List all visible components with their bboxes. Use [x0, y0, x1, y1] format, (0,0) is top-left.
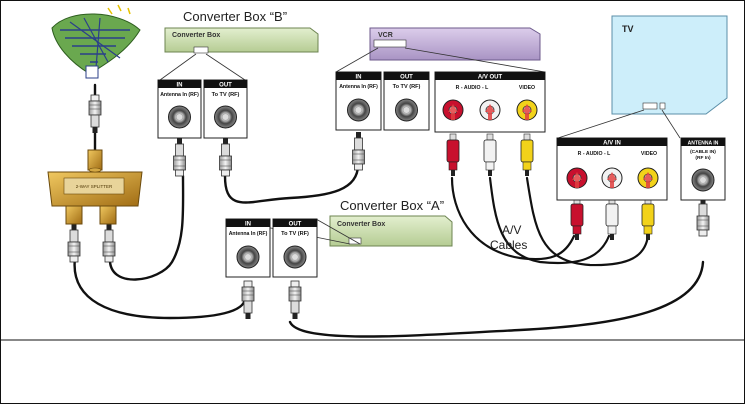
splitter: 2-WAY SPLITTER — [47, 149, 143, 225]
tv-label: TV — [622, 24, 634, 34]
converter-box-b-face: Converter Box — [172, 32, 220, 39]
panel-b-to-tv: To TV (RF) — [212, 92, 240, 98]
vcr-panel: IN Antenna In (RF) OUT To TV (RF) A/V OU… — [335, 47, 546, 133]
converter-box-b-panel: IN Antenna In (RF) OUT To TV (RF) — [157, 53, 248, 139]
coax-cables — [73, 83, 705, 338]
splitter-label: 2-WAY SPLITTER — [76, 184, 113, 189]
panel-b-antenna-in: Antenna In (RF) — [160, 92, 199, 98]
rca-plug-vcr-white — [483, 133, 497, 176]
tv-panel: A/V IN R - AUDIO - L VIDEO ANTENNA IN (C… — [556, 109, 726, 201]
vcr: VCR — [369, 27, 541, 61]
cable-box-a-to-tv — [288, 260, 705, 338]
panel-tv-antenna-in-header: ANTENNA IN — [688, 141, 719, 147]
av-cable-red — [450, 176, 576, 261]
rca-plug-vcr-yellow — [520, 133, 534, 176]
converter-box-a-panel: IN Antenna In (RF) OUT To TV (RF) — [225, 218, 361, 278]
tv: TV — [611, 15, 728, 115]
rca-plug-tv-red — [570, 197, 584, 240]
converter-box-a-title: Converter Box “A” — [340, 198, 444, 213]
panel-vcr-r-audio-l: R - AUDIO - L — [456, 85, 489, 91]
panel-vcr-antenna-in: Antenna In (RF) — [339, 84, 378, 90]
converter-box-b: Converter Box “B” Converter Box — [164, 9, 319, 54]
panel-vcr-video: VIDEO — [519, 85, 535, 91]
coax-plug-box-b-out — [219, 138, 232, 177]
panel-vcr-av-out-header: A/V OUT — [478, 75, 503, 81]
panel-a-in-header: IN — [245, 222, 251, 228]
coax-plug-splitter-left — [67, 224, 81, 263]
coax-plug-antenna — [88, 94, 102, 133]
cable-splitter-to-box-b — [108, 174, 185, 281]
vcr-face-label: VCR — [378, 32, 393, 39]
rca-plug-tv-white — [605, 197, 619, 240]
panel-tv-cable-in: (CABLE IN) — [690, 149, 716, 155]
rca-plug-tv-yellow — [641, 197, 655, 240]
panel-vcr-in-header: IN — [356, 75, 362, 81]
cable-box-b-to-vcr — [223, 163, 360, 204]
converter-box-b-title: Converter Box “B” — [183, 9, 287, 24]
av-cables — [450, 176, 650, 267]
converter-box-a-face: Converter Box — [337, 221, 385, 228]
coax-plug-vcr-in — [352, 132, 365, 171]
av-cable-white — [488, 176, 611, 265]
cable-splitter-to-box-a — [73, 256, 247, 320]
av-cables-label-line1: A/V — [502, 223, 521, 237]
panel-a-out-header: OUT — [289, 222, 302, 228]
antenna — [51, 4, 141, 79]
av-cables-label-line2: Cables — [490, 238, 527, 252]
converter-box-a: Converter Box “A” Converter Box — [329, 198, 453, 247]
av-cable-yellow — [525, 176, 650, 267]
rca-plug-vcr-red — [446, 133, 460, 176]
coax-plug-splitter-right — [102, 224, 116, 263]
panel-b-out-header: OUT — [219, 83, 232, 89]
connectors — [67, 94, 710, 319]
panel-tv-r-audio-l: R - AUDIO - L — [578, 151, 611, 157]
panel-tv-rf-in: (RF In) — [695, 155, 711, 161]
panel-vcr-out-header: OUT — [400, 75, 413, 81]
panel-tv-av-in-header: A/V IN — [603, 141, 621, 147]
panel-vcr-to-tv: To TV (RF) — [393, 84, 421, 90]
coax-plug-box-a-in — [241, 280, 255, 319]
coax-plug-box-b-in — [173, 138, 186, 177]
panel-tv-video: VIDEO — [641, 151, 657, 157]
panel-a-to-tv: To TV (RF) — [281, 231, 309, 237]
coax-plug-box-a-out — [288, 280, 302, 319]
coax-plug-tv-antenna — [696, 198, 710, 237]
panel-a-antenna-in: Antenna In (RF) — [229, 231, 268, 237]
panel-b-in-header: IN — [177, 83, 183, 89]
